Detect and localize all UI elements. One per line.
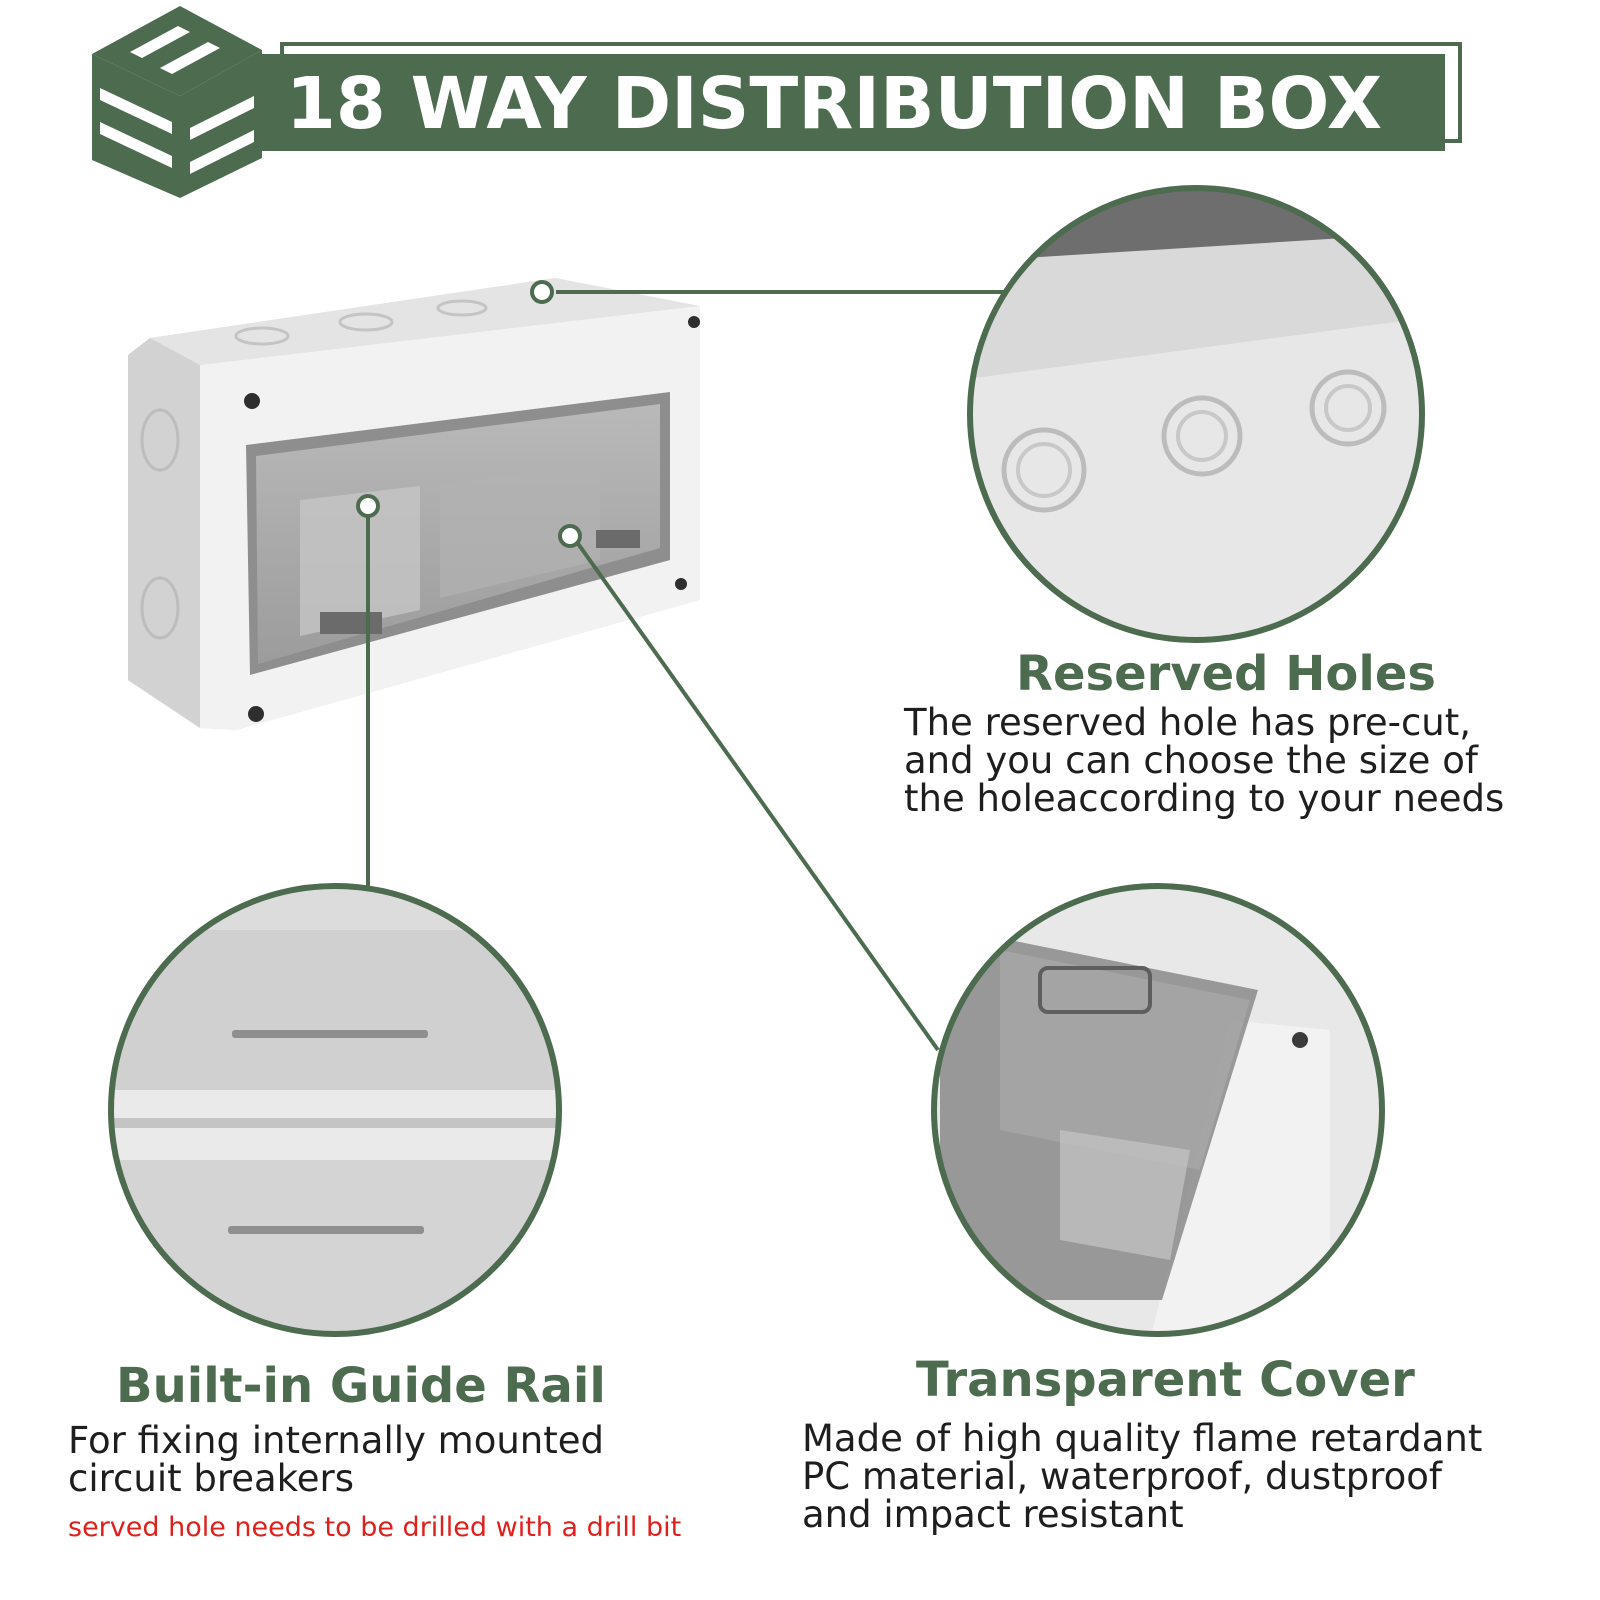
title-banner (262, 42, 1462, 151)
reserved-holes-desc-line-3: the holeaccording to your needs (904, 777, 1505, 820)
guide-rail-zoom (108, 883, 562, 1337)
distribution-box-image (128, 278, 700, 730)
reserved-holes-title: Reserved Holes (1016, 646, 1436, 702)
callout-dots (356, 280, 582, 548)
guide-rail-note: served hole needs to be drilled with a d… (68, 1512, 682, 1543)
transparent-cover-desc-line-1: Made of high quality flame retardant (802, 1417, 1483, 1460)
guide-rail-title: Built-in Guide Rail (116, 1358, 606, 1414)
transparent-cover-title: Transparent Cover (916, 1352, 1415, 1408)
stacked-cube-logo-icon (92, 6, 262, 198)
reserved-holes-zoom (967, 185, 1425, 643)
guide-rail-desc-line-2: circuit breakers (68, 1457, 355, 1500)
reserved-holes-desc-line-2: and you can choose the size of (904, 739, 1478, 782)
banner-title: 18 WAY DISTRIBUTION BOX (286, 62, 1383, 145)
callout-lines (366, 290, 1004, 1052)
guide-rail-desc-line-1: For fixing internally mounted (68, 1419, 604, 1462)
transparent-cover-desc-line-2: PC material, waterproof, dustproof (802, 1455, 1442, 1498)
transparent-cover-zoom (931, 883, 1385, 1337)
reserved-holes-desc-line-1: The reserved hole has pre-cut, (904, 701, 1472, 744)
transparent-cover-desc-line-3: and impact resistant (802, 1493, 1184, 1536)
